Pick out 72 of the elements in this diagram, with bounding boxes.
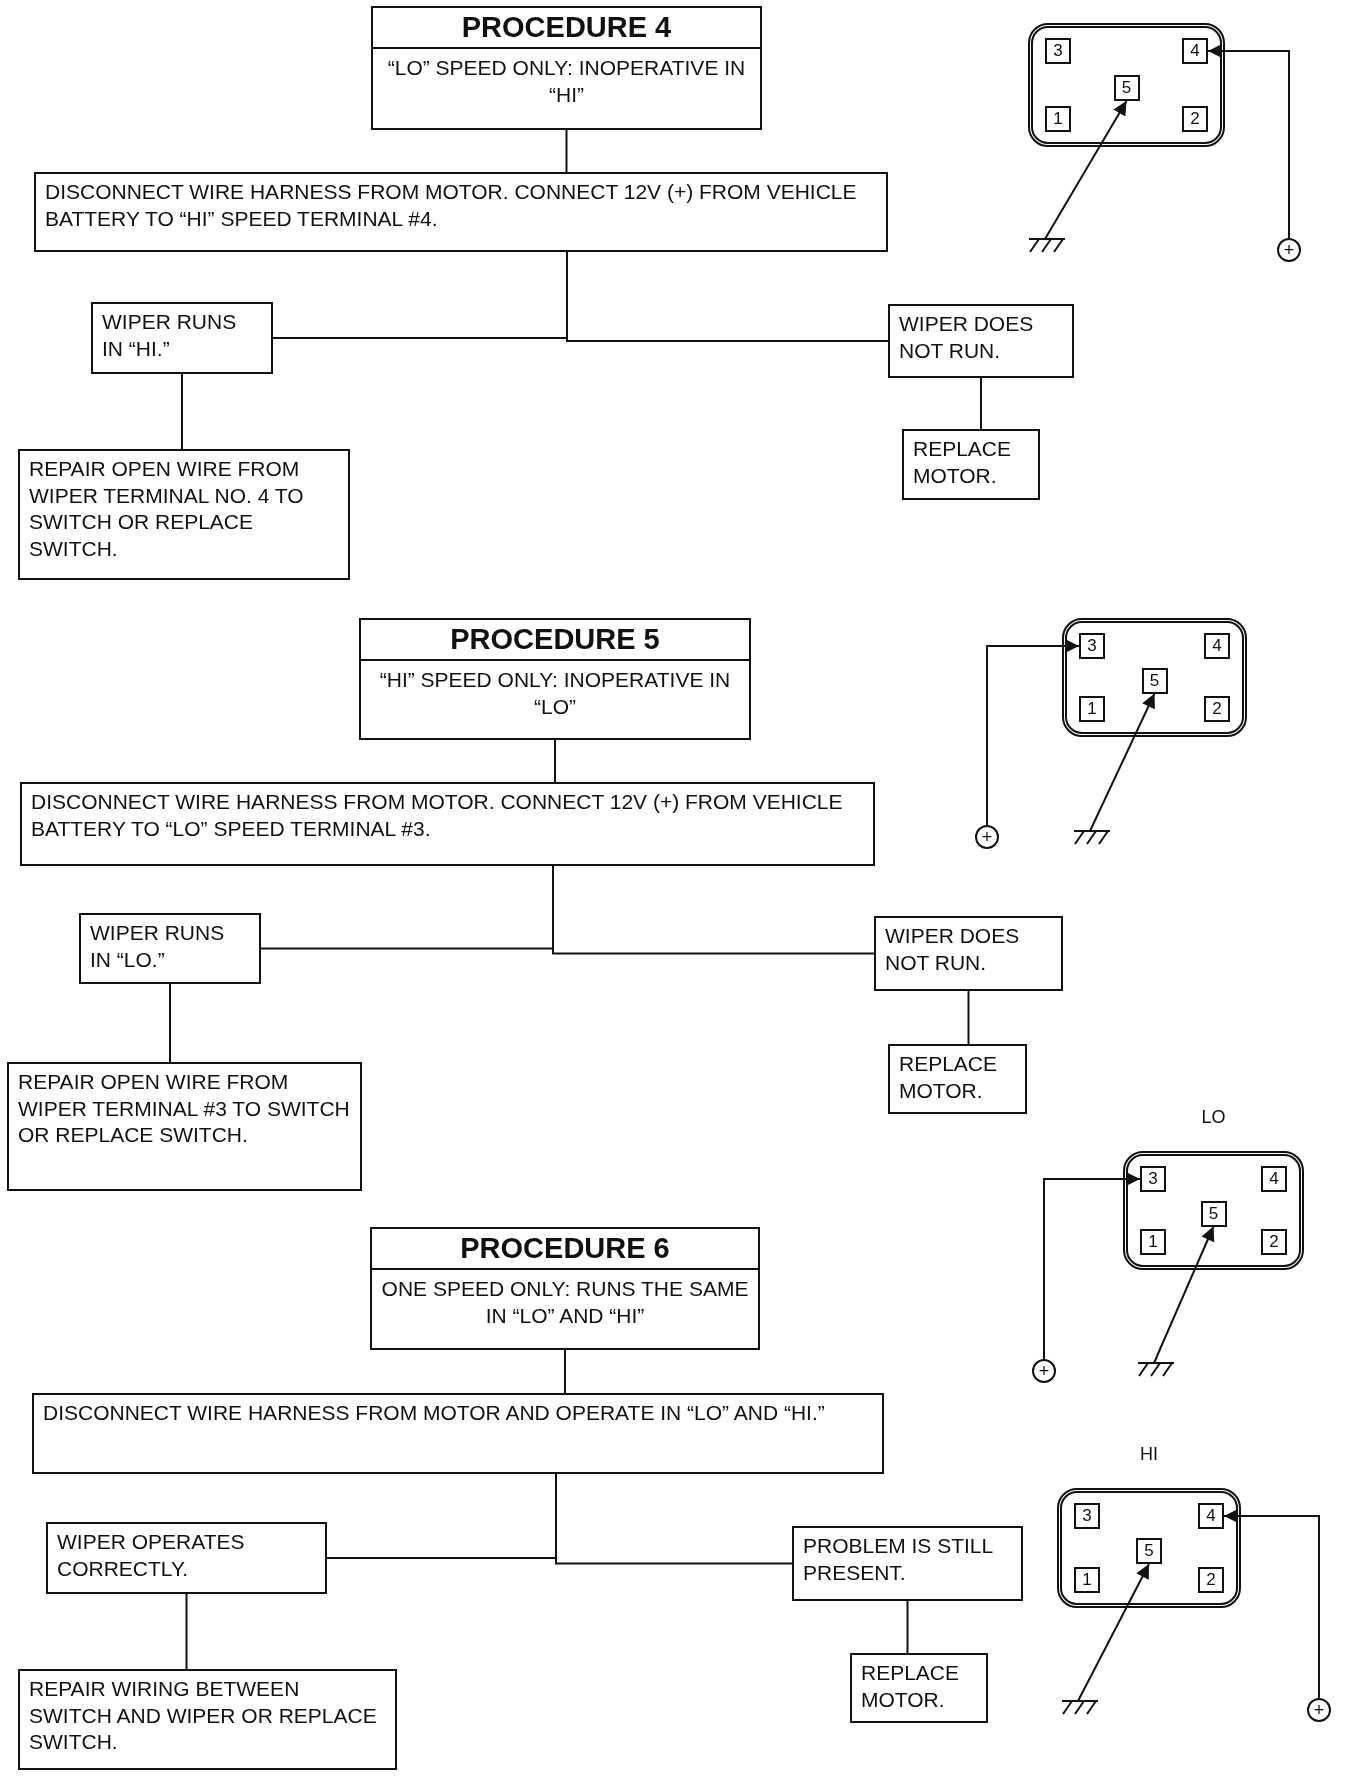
power-wire (1043, 1172, 1141, 1360)
connector-line (565, 129, 568, 173)
plus-terminal: + (1277, 238, 1301, 262)
connector-outline (1062, 618, 1247, 737)
pin-terminal: 5 (1200, 1200, 1227, 1227)
procedure-box (370, 1227, 760, 1350)
step-box: WIPER DOES NOT RUN. (874, 916, 1063, 991)
ground-wire (1077, 1563, 1150, 1702)
connector-line (564, 1349, 566, 1394)
step-box: WIPER RUNS IN “HI.” (91, 302, 273, 374)
power-wire (1207, 44, 1290, 239)
step-box: PROBLEM IS STILL PRESENT. (792, 1526, 1023, 1601)
connector-line (906, 1600, 909, 1654)
connector-line (181, 373, 183, 450)
step-box: DISCONNECT WIRE HARNESS FROM MOTOR. CONNECT 12V (+) FROM VEHICLE BATTERY TO “HI” SPEED TERMINAL #4. (34, 172, 888, 252)
connector-line (169, 983, 171, 1063)
step-box: REPLACE MOTOR. (888, 1044, 1027, 1114)
connector-outline (1028, 23, 1225, 147)
step-box: DISCONNECT WIRE HARNESS FROM MOTOR. CONNECT 12V (+) FROM VEHICLE BATTERY TO “LO” SPEED TERMINAL #3. (20, 782, 875, 866)
connector-outline (1057, 1488, 1241, 1608)
pin-terminal: 3 (1140, 1166, 1166, 1192)
connector-line (554, 739, 556, 783)
pin-terminal: 4 (1204, 633, 1230, 659)
procedure-box (371, 6, 762, 130)
step-box: WIPER RUNS IN “LO.” (79, 913, 261, 984)
pin-terminal: 1 (1079, 696, 1105, 722)
step-box: REPAIR OPEN WIRE FROM WIPER TERMINAL NO. 4 TO SWITCH OR REPLACE SWITCH. (18, 449, 350, 580)
connector-caption: LO (1201, 1107, 1226, 1128)
procedure-heading: PROCEDURE 5 (361, 620, 749, 661)
pin-terminal: 4 (1182, 38, 1208, 64)
pin-terminal: 3 (1074, 1503, 1100, 1529)
procedure-heading: PROCEDURE 4 (373, 8, 760, 49)
pin-terminal: 3 (1045, 38, 1071, 64)
connector-caption: HI (1140, 1444, 1158, 1465)
procedure-heading: PROCEDURE 6 (372, 1229, 758, 1270)
pin-terminal: 1 (1140, 1229, 1166, 1255)
connector-outline (1123, 1151, 1304, 1270)
connector-line (555, 1473, 793, 1565)
step-box: REPAIR OPEN WIRE FROM WIPER TERMINAL #3 TO SWITCH OR REPLACE SWITCH. (7, 1062, 362, 1191)
pin-terminal: 2 (1204, 696, 1230, 722)
step-box: REPLACE MOTOR. (850, 1653, 988, 1723)
pin-terminal: 2 (1182, 106, 1208, 132)
pin-terminal: 1 (1045, 106, 1071, 132)
pin-terminal: 2 (1261, 1229, 1287, 1255)
ground-wire (1153, 1225, 1215, 1364)
step-box: REPAIR WIRING BETWEEN SWITCH AND WIPER OR REPLACE SWITCH. (18, 1669, 397, 1770)
symptom-text: “HI” SPEED ONLY: INOPERATIVE IN “LO” (378, 667, 732, 720)
connector-line (980, 377, 982, 430)
plus-terminal: + (1307, 1698, 1331, 1722)
ground-wire (1044, 100, 1128, 240)
power-wire (1223, 1509, 1320, 1699)
pin-terminal: 5 (1113, 75, 1140, 101)
symptom-text: ONE SPEED ONLY: RUNS THE SAME IN “LO” AND “HI” (380, 1276, 750, 1329)
connector-line (185, 1593, 188, 1670)
connector-line (967, 990, 970, 1045)
symptom-text: “LO” SPEED ONLY: INOPERATIVE IN “HI” (386, 55, 747, 108)
pin-terminal: 4 (1261, 1166, 1287, 1192)
pin-terminal: 3 (1079, 633, 1105, 659)
procedure-box (359, 618, 751, 740)
power-wire (986, 639, 1080, 826)
pin-terminal: 5 (1141, 667, 1168, 694)
ground-wire (1089, 692, 1156, 832)
step-box: REPLACE MOTOR. (902, 429, 1040, 500)
step-box: DISCONNECT WIRE HARNESS FROM MOTOR AND OPERATE IN “LO” AND “HI.” (32, 1393, 884, 1474)
step-box: WIPER DOES NOT RUN. (888, 304, 1074, 378)
plus-terminal: + (975, 825, 999, 849)
pin-terminal: 1 (1074, 1567, 1100, 1593)
pin-terminal: 2 (1198, 1567, 1224, 1593)
plus-terminal: + (1032, 1359, 1056, 1383)
pin-terminal: 4 (1198, 1503, 1224, 1529)
pin-terminal: 5 (1136, 1538, 1162, 1564)
step-box: WIPER OPERATES CORRECTLY. (46, 1522, 327, 1594)
